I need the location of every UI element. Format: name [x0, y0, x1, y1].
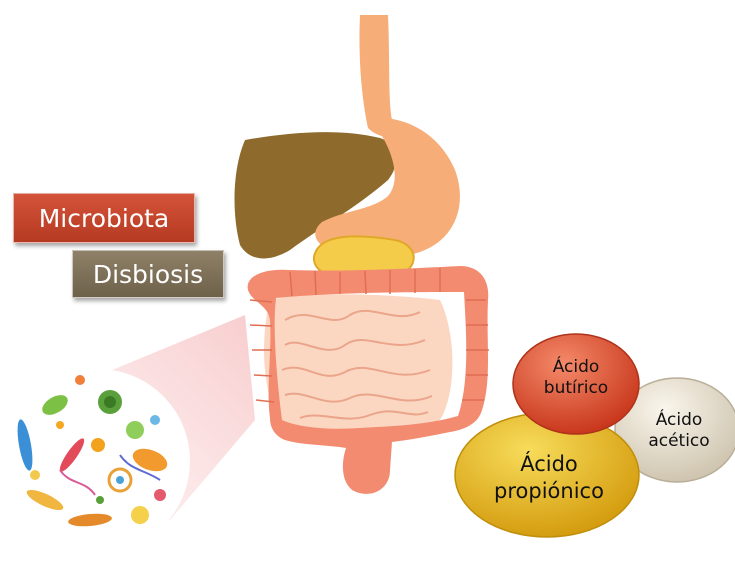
- acido-butirico-line1: Ácido: [528, 357, 624, 378]
- acido-acetico-text: Ácido acético: [635, 410, 723, 452]
- acido-acetico-line1: Ácido: [635, 410, 723, 431]
- acido-butirico-text: Ácido butírico: [528, 357, 624, 399]
- microbiota-label-text: Microbiota: [39, 204, 170, 233]
- acido-acetico-line2: acético: [635, 431, 723, 452]
- small-intestine: [264, 294, 452, 435]
- disbiosis-label-text: Disbiosis: [93, 260, 203, 289]
- acido-butirico-line2: butírico: [528, 378, 624, 399]
- disbiosis-label: Disbiosis: [72, 250, 224, 298]
- acido-propionico-line2: propiónico: [482, 478, 616, 505]
- acido-propionico-line1: Ácido: [482, 451, 616, 478]
- acido-propionico-text: Ácido propiónico: [482, 451, 616, 505]
- microbiota-circle: [6, 369, 190, 553]
- microbiota-label: Microbiota: [13, 193, 195, 243]
